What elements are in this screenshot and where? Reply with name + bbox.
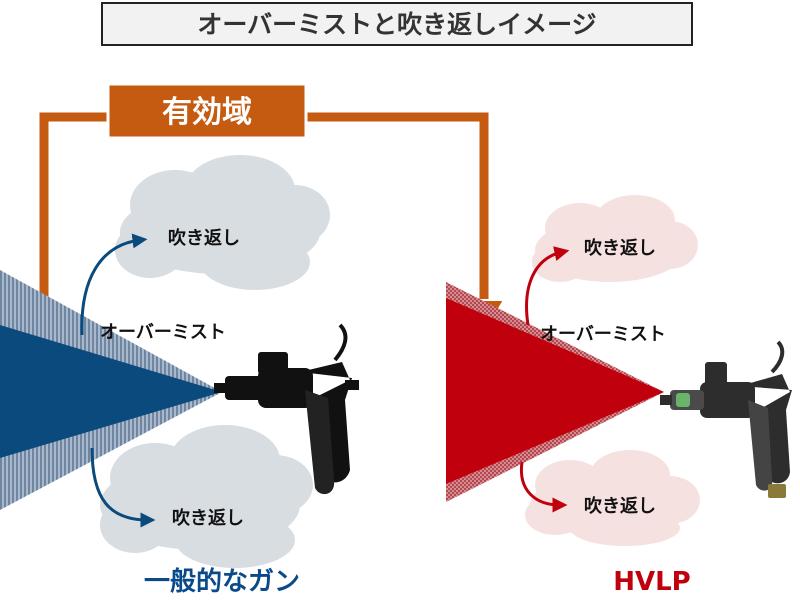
effective-zone-label: 有効域 <box>162 95 252 130</box>
overmist-label-right: オーバーミスト <box>540 324 666 345</box>
gun-label-right: HVLP <box>613 567 691 597</box>
bounce-label-bottom-left: 吹き返し <box>172 507 244 529</box>
right-panel: 吹き返し 吹き返し オーバーミスト HVLP <box>446 195 792 597</box>
bounce-arrow-bottom-right <box>519 461 568 513</box>
bounce-label-top-right: 吹き返し <box>584 237 656 259</box>
cloud-bottom-left <box>100 425 313 568</box>
left-panel: 吹き返し 吹き返し オーバーミスト 一般的なガン <box>0 155 359 597</box>
bounce-label-bottom-right: 吹き返し <box>584 495 656 517</box>
bounce-arrow-bottom-left <box>90 447 156 528</box>
effective-spray-right <box>446 298 664 484</box>
bounce-label-top-left: 吹き返し <box>168 227 240 249</box>
spray-gun-right-icon <box>660 340 792 498</box>
title-box: オーバーミストと吹き返しイメージ <box>101 2 693 46</box>
bounce-arrow-top-left <box>80 233 148 336</box>
effective-zone-label-box <box>106 82 308 140</box>
bounce-arrow-top-right <box>525 246 570 326</box>
gun-label-left: 一般的なガン <box>144 566 300 597</box>
effective-spray-left <box>0 325 222 458</box>
effective-zone-bracket: 有効域 <box>22 82 506 354</box>
cloud-top-left <box>115 155 330 290</box>
title-text: オーバーミストと吹き返しイメージ <box>197 10 596 39</box>
spray-gun-left-icon <box>214 323 359 495</box>
cloud-bottom-right <box>525 450 700 546</box>
cloud-top-right <box>532 195 698 282</box>
overmist-label-left: オーバーミスト <box>100 322 226 343</box>
